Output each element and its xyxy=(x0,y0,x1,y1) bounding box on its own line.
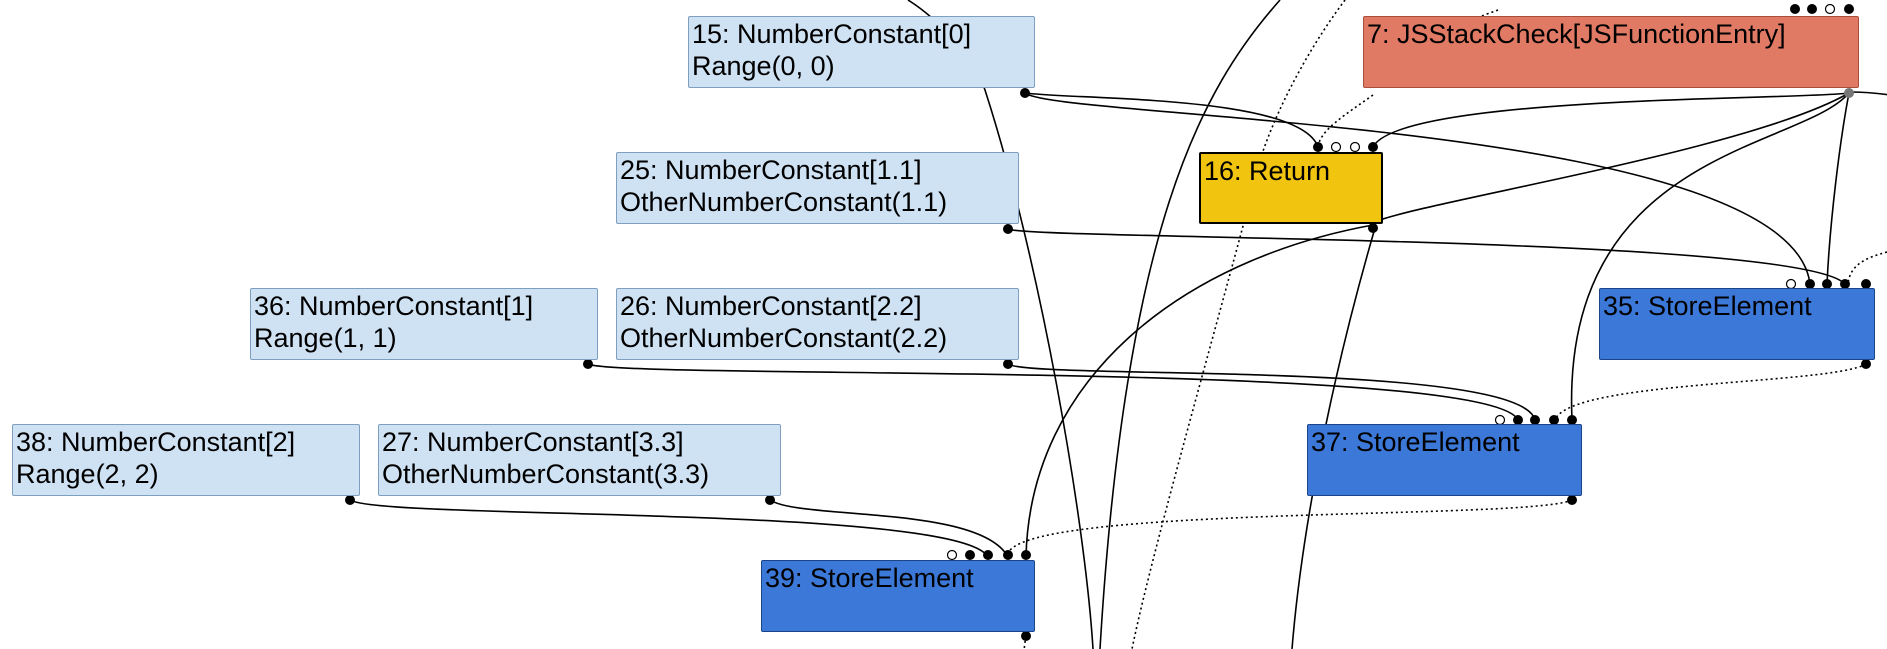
port xyxy=(1021,550,1031,560)
edge-dotted xyxy=(1007,499,1573,554)
node-15[interactable]: 15: NumberConstant[0] Range(0, 0) xyxy=(688,16,1035,88)
port xyxy=(1003,224,1013,234)
edge xyxy=(769,499,1009,558)
node-36[interactable]: 36: NumberConstant[1] Range(1, 1) xyxy=(250,288,598,360)
node-label: 25: NumberConstant[1.1] xyxy=(620,155,922,185)
edge xyxy=(1024,92,1319,148)
node-16[interactable]: 16: Return xyxy=(1199,152,1383,224)
port xyxy=(583,359,593,369)
port xyxy=(1020,88,1030,98)
node-27[interactable]: 27: NumberConstant[3.3] OtherNumberConst… xyxy=(378,424,781,496)
node-label: 26: NumberConstant[2.2] xyxy=(620,291,922,321)
node-39[interactable]: 39: StoreElement xyxy=(761,560,1035,632)
node-type: Range(0, 0) xyxy=(692,51,835,81)
node-label: 7: JSStackCheck[JSFunctionEntry] xyxy=(1367,19,1786,49)
node-type: OtherNumberConstant(3.3) xyxy=(382,459,710,489)
node-label: 35: StoreElement xyxy=(1603,291,1812,321)
port xyxy=(1368,223,1378,233)
port xyxy=(1003,359,1013,369)
node-type: OtherNumberConstant(1.1) xyxy=(620,187,948,217)
port xyxy=(1368,142,1378,152)
node-38[interactable]: 38: NumberConstant[2] Range(2, 2) xyxy=(12,424,360,496)
edge-dotted xyxy=(1317,94,1374,148)
port xyxy=(1861,359,1871,369)
port xyxy=(1349,141,1361,153)
node-7[interactable]: 7: JSStackCheck[JSFunctionEntry] xyxy=(1363,16,1859,88)
edge xyxy=(1099,0,1281,649)
edge xyxy=(1373,92,1850,223)
port xyxy=(1805,279,1815,289)
edge-dotted xyxy=(1554,363,1867,421)
node-35[interactable]: 35: StoreElement xyxy=(1599,288,1875,360)
port xyxy=(765,495,775,505)
port xyxy=(1567,495,1577,505)
edge xyxy=(1570,92,1850,421)
edge xyxy=(1007,228,1846,285)
port xyxy=(1790,4,1800,14)
port xyxy=(983,550,993,560)
ports xyxy=(345,3,1871,641)
port xyxy=(1844,4,1854,14)
port xyxy=(1513,415,1523,425)
node-label: 15: NumberConstant[0] xyxy=(692,19,972,49)
port xyxy=(1003,550,1013,560)
port xyxy=(1840,279,1850,289)
node-label: 38: NumberConstant[2] xyxy=(16,427,296,457)
port xyxy=(345,495,355,505)
port xyxy=(1807,4,1817,14)
edge xyxy=(1372,92,1850,148)
port xyxy=(965,550,975,560)
edge xyxy=(1007,363,1536,421)
node-type: OtherNumberConstant(2.2) xyxy=(620,323,948,353)
node-label: 16: Return xyxy=(1204,156,1331,186)
port xyxy=(1824,3,1836,15)
port xyxy=(1530,415,1540,425)
port xyxy=(1021,631,1031,641)
edge xyxy=(587,363,1519,421)
port xyxy=(1861,279,1871,289)
node-type: Range(2, 2) xyxy=(16,459,159,489)
port xyxy=(1567,415,1577,425)
port xyxy=(1844,88,1854,98)
port xyxy=(1549,415,1559,425)
port xyxy=(1822,279,1832,289)
node-label: 39: StoreElement xyxy=(765,563,974,593)
node-label: 27: NumberConstant[3.3] xyxy=(382,427,684,457)
edge xyxy=(1025,224,1374,558)
node-type: Range(1, 1) xyxy=(254,323,397,353)
edge xyxy=(1024,92,1811,285)
port xyxy=(1313,142,1323,152)
edge xyxy=(1826,92,1850,285)
edge xyxy=(349,499,989,558)
node-label: 36: NumberConstant[1] xyxy=(254,291,534,321)
port xyxy=(1330,141,1342,153)
edge-dotted xyxy=(1847,251,1887,285)
node-label: 37: StoreElement xyxy=(1311,427,1520,457)
edge-dotted xyxy=(1131,0,1346,649)
port xyxy=(946,549,958,561)
node-26[interactable]: 26: NumberConstant[2.2] OtherNumberConst… xyxy=(616,288,1019,360)
node-37[interactable]: 37: StoreElement xyxy=(1307,424,1582,496)
node-25[interactable]: 25: NumberConstant[1.1] OtherNumberConst… xyxy=(616,152,1019,224)
